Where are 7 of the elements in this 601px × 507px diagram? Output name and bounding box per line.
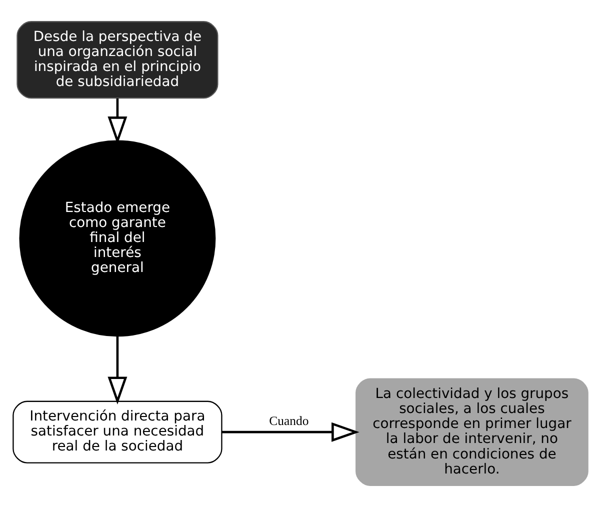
node-circle: Estado emerge como garante final del interés general bbox=[19, 140, 216, 337]
node-box: Intervención directa para satisfacer una necesidad real de la sociedad bbox=[12, 400, 222, 464]
node-box: La colectividad y los grupos sociales, a los cuales corresponde en primer lugar la labor de intervenir, no están en condiciones de hacerlo. bbox=[356, 378, 588, 486]
node-box: Desde la perspectiva de una organzación social inspirada en el principio de subsidiariedad bbox=[16, 21, 218, 99]
arrow bbox=[222, 422, 360, 442]
edge-label: Cuando bbox=[269, 414, 309, 428]
arrow bbox=[108, 336, 128, 405]
